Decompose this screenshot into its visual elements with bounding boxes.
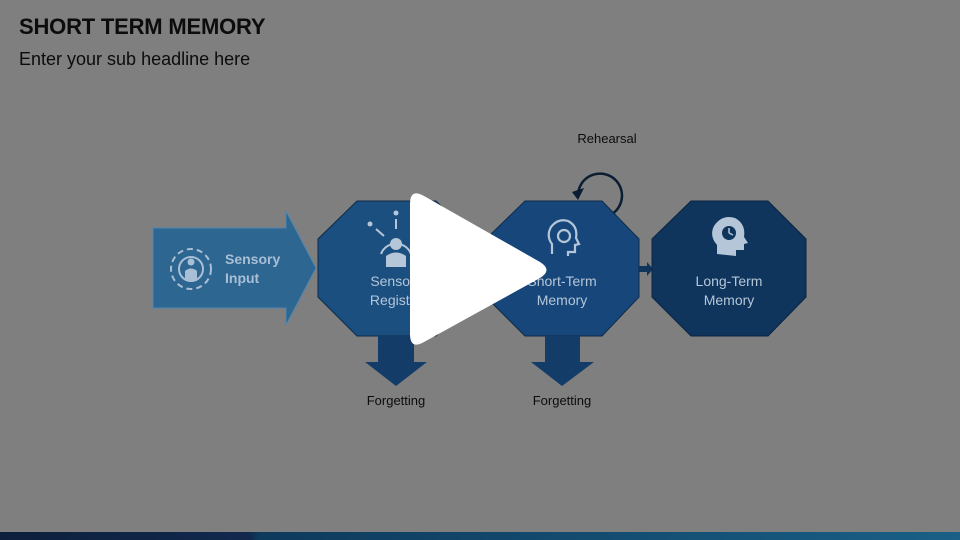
person-target-icon bbox=[170, 248, 212, 290]
forgetting-arrow-2 bbox=[531, 336, 594, 386]
connector-arrow bbox=[639, 262, 653, 276]
slide-subtitle: Enter your sub headline here bbox=[19, 49, 251, 69]
rehearsal-label: Rehearsal bbox=[577, 131, 637, 146]
forgetting-label-1: Forgetting bbox=[366, 393, 426, 408]
sensory-input-label: Sensory Input bbox=[225, 251, 281, 286]
long-term-label: Long-Term Memory bbox=[695, 273, 763, 308]
sensory-register-label: Sensory Register bbox=[369, 273, 423, 308]
footer-bar bbox=[0, 532, 960, 540]
short-term-label: Short-Term Memory bbox=[527, 273, 597, 308]
head-gear-icon bbox=[547, 219, 581, 256]
slide-title: SHORT TERM MEMORY bbox=[19, 14, 266, 39]
sensory-input-arrow bbox=[152, 210, 317, 326]
long-term-octagon bbox=[651, 200, 807, 337]
forgetting-arrow-1 bbox=[365, 336, 427, 386]
forgetting-label-2: Forgetting bbox=[532, 393, 592, 408]
person-radiating-icon bbox=[367, 210, 412, 267]
head-clock-icon bbox=[712, 217, 748, 256]
rehearsal-loop-arrow bbox=[572, 172, 624, 216]
